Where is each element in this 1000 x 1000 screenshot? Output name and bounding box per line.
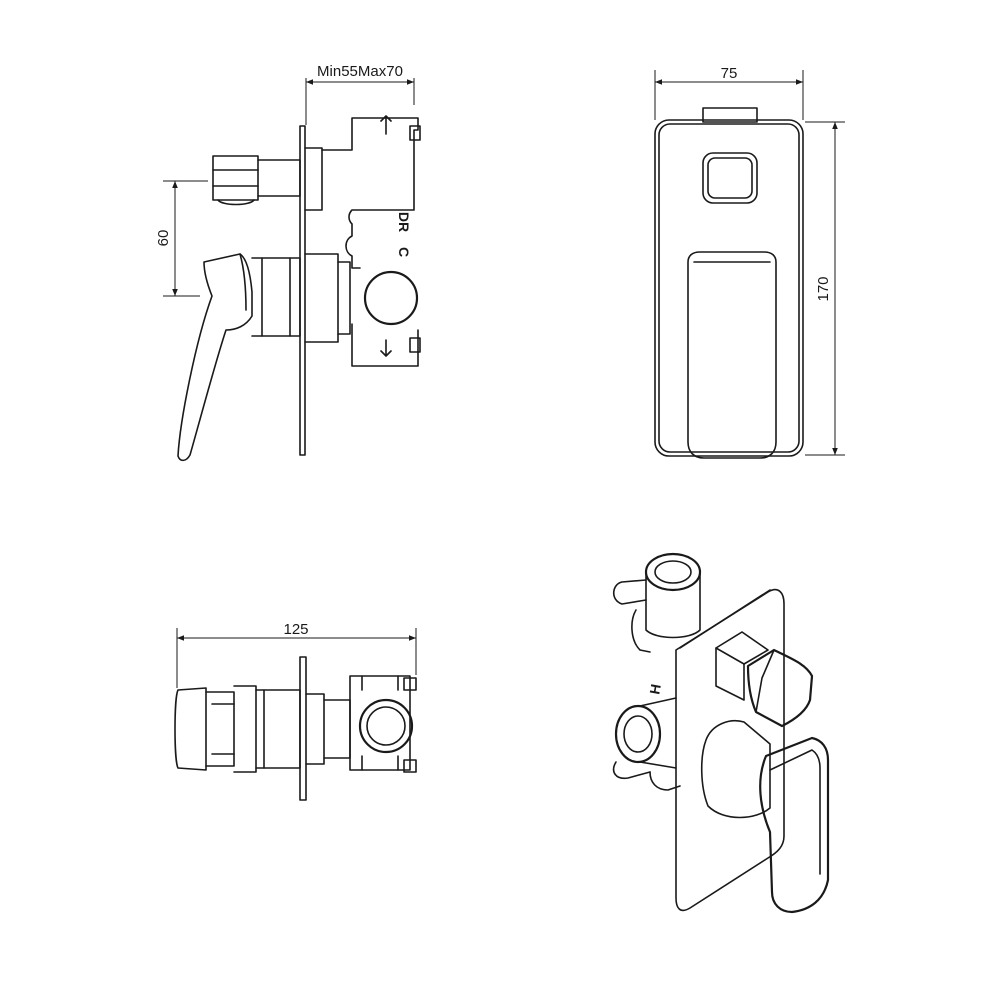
diverter-knob (212, 155, 301, 206)
front-view: 75 170 (654, 65, 845, 459)
lever-handle (177, 253, 301, 462)
height-dimension: 170 (805, 121, 845, 456)
outlet-circle (363, 270, 419, 326)
diverter-knob-iso (746, 648, 814, 728)
top-view: 125 (174, 621, 417, 801)
length-label: 125 (283, 621, 308, 638)
cover-plate-iso (675, 588, 785, 912)
up-arrow-icon (380, 115, 392, 135)
spacing-dimension: 60 (155, 180, 208, 297)
top-connector (702, 107, 758, 123)
height-label: 170 (815, 276, 832, 301)
cover-plate-front (654, 119, 804, 457)
cover-plate-top (299, 656, 307, 801)
lever-iso (759, 736, 830, 914)
side-pipe-opening (614, 704, 662, 764)
marking-c: C (396, 247, 412, 257)
length-dimension: 125 (176, 621, 417, 688)
top-pipe-opening (644, 552, 702, 592)
down-arrow-icon (380, 339, 392, 357)
marking-dr: DR (396, 212, 412, 232)
valve-body: DR C (304, 115, 421, 367)
spacing-label: 60 (155, 230, 172, 247)
side-view: Min55Max70 60 (155, 63, 421, 462)
marking-h: H (646, 683, 664, 696)
lever-end (174, 687, 207, 771)
diverter-knob-front (702, 152, 758, 204)
width-label: 75 (721, 65, 738, 82)
valve-body-top (349, 675, 411, 771)
lever-front (687, 251, 777, 459)
width-dimension: 75 (654, 65, 804, 120)
depth-range-label: Min55Max70 (317, 63, 403, 80)
depth-dimension: Min55Max70 (305, 63, 415, 125)
outlet-top-circle (358, 698, 414, 754)
isometric-view: H (612, 552, 830, 914)
cover-plate-edge (299, 125, 306, 456)
